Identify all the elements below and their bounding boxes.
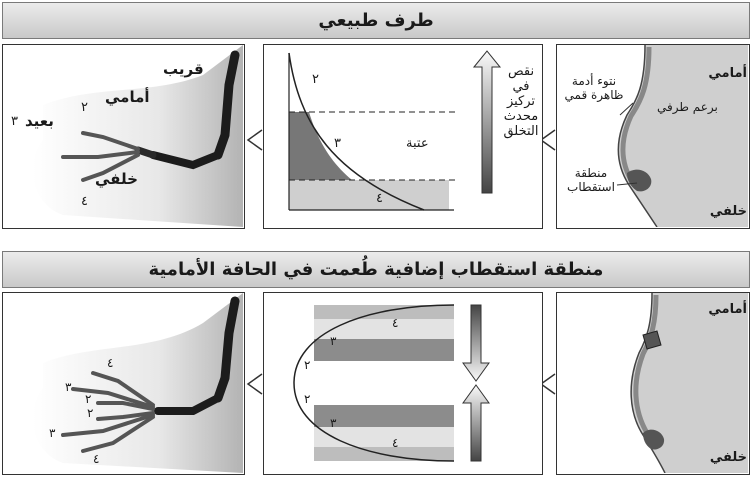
row2-d3-top: ٣ bbox=[65, 381, 71, 395]
row2-n4-bot: ٤ bbox=[392, 437, 398, 451]
mirror-gradient-chart bbox=[264, 293, 541, 473]
zone3-area bbox=[289, 112, 352, 180]
limb-digit4-label: ٤ bbox=[81, 195, 88, 210]
row1-limb-panel: قريب أمامي ٢ بعيد ٣ خلفي ٤ bbox=[2, 44, 245, 229]
zone4-band bbox=[289, 180, 449, 210]
row1-arrow-left bbox=[244, 128, 264, 152]
zone2-label: ٢ bbox=[312, 73, 319, 88]
row2-d4-top: ٤ bbox=[107, 357, 113, 371]
row2-n2-top: ٢ bbox=[304, 359, 310, 373]
row2-n2-bot: ٢ bbox=[304, 393, 310, 407]
grafted-bud-diagram bbox=[557, 293, 748, 473]
row2-d2-bot: ٢ bbox=[87, 407, 93, 421]
threshold-label: عتبة bbox=[406, 137, 429, 152]
row2-gradient-panel: ٤ ٣ ٢ ٢ ٣ ٤ bbox=[263, 292, 543, 475]
bud-posterior-label: خلفي bbox=[710, 205, 747, 220]
duplicated-limb-xray bbox=[3, 293, 243, 473]
zone3-label: ٣ bbox=[334, 137, 341, 152]
row2-n3-top: ٣ bbox=[330, 335, 336, 349]
mirror-arrow-up bbox=[463, 385, 489, 461]
zone4-label: ٤ bbox=[376, 192, 383, 207]
row2-n3-bot: ٣ bbox=[330, 417, 336, 431]
limb-distal-label: بعيد bbox=[25, 113, 54, 130]
limb-anterior-label: أمامي bbox=[105, 89, 150, 106]
row2-d3-bot: ٣ bbox=[49, 427, 55, 441]
row2-d4-bot: ٤ bbox=[93, 453, 99, 467]
concentration-label: نقص في تركيز محدث التخلق bbox=[502, 65, 540, 140]
concentration-arrow bbox=[474, 51, 500, 193]
row1-bud-panel: أمامي نتوء أدمة ظاهرة قمي برعم طرفي منطق… bbox=[556, 44, 750, 229]
row2-n4-top: ٤ bbox=[392, 317, 398, 331]
morphogen-gradient-chart bbox=[264, 45, 541, 227]
limb-proximal-label: قريب bbox=[163, 61, 204, 78]
bud-limb-bud-label: برعم طرفي bbox=[657, 101, 718, 115]
limb-digit2-label: ٢ bbox=[81, 101, 88, 116]
row1-gradient-panel: ٢ ٣ عتبة ٤ نقص في تركيز محدث التخلق bbox=[263, 44, 543, 229]
limb-posterior-label: خلفي bbox=[95, 171, 138, 188]
row2-limb-panel: ٤ ٣ ٢ ٢ ٣ ٤ bbox=[2, 292, 245, 475]
limb-digit3-label: ٣ bbox=[11, 115, 18, 130]
row1-title: طرف طبيعي bbox=[318, 10, 433, 31]
limb-silhouette bbox=[33, 45, 243, 227]
row2-bud-panel: أمامي خلفي bbox=[556, 292, 750, 475]
row2-d2-top: ٢ bbox=[85, 393, 91, 407]
mirror-arrow-down bbox=[463, 305, 489, 381]
bud-anterior-label: أمامي bbox=[708, 67, 747, 82]
wrist bbox=[138, 150, 153, 155]
bud2-anterior-label: أمامي bbox=[708, 303, 747, 318]
row2-title: منطقة استقطاب إضافية طُعمت في الحافة الأ… bbox=[149, 259, 604, 280]
row1-title-banner: طرف طبيعي bbox=[2, 2, 750, 39]
bud2-posterior-label: خلفي bbox=[710, 451, 747, 466]
bud-aer-label: نتوء أدمة ظاهرة قمي bbox=[563, 75, 625, 103]
row2-title-banner: منطقة استقطاب إضافية طُعمت في الحافة الأ… bbox=[2, 251, 750, 288]
bud-zpa-label: منطقة استقطاب bbox=[561, 167, 621, 195]
limb-skeleton-xray bbox=[3, 45, 243, 227]
row2-arrow-left bbox=[244, 372, 264, 396]
